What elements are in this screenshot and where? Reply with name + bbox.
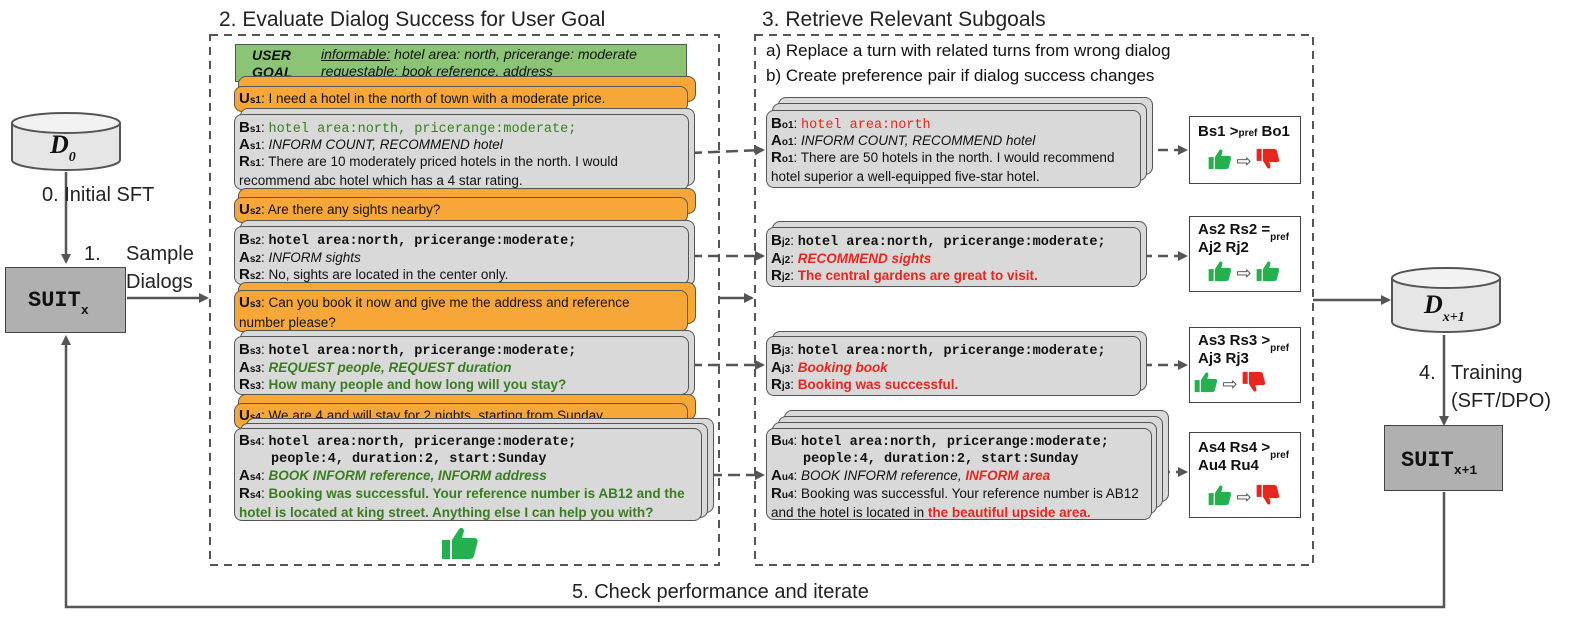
thumbs-up-icon xyxy=(1256,261,1280,282)
step4-label-a: Training xyxy=(1451,362,1523,384)
user-goal-label-a: USER xyxy=(252,47,291,63)
arrow-right-icon: ⇨ xyxy=(1236,487,1252,507)
step0-label: 0. Initial SFT xyxy=(42,184,155,206)
model-suit-x: SUITx xyxy=(5,267,126,333)
section2-frame xyxy=(209,34,720,566)
dataset-dx-cylinder xyxy=(1391,267,1501,333)
system-turn-2: Bs2: hotel area:north, pricerange:modera… xyxy=(234,226,689,285)
preference-box-1: Bs1 >pref Bo1 ⇨ xyxy=(1189,116,1301,184)
thumb-pair: ⇨ xyxy=(1194,370,1266,399)
step3-a: a) Replace a turn with related turns fro… xyxy=(766,41,1171,60)
user-goal-requestable: requestable: book reference, address xyxy=(321,63,553,79)
arrow-right-icon: ⇨ xyxy=(1236,151,1252,171)
section3-frame xyxy=(754,34,1314,566)
user-goal-box: USER GOAL informable: hotel area: north,… xyxy=(235,44,687,82)
thumbs-down-icon xyxy=(1256,148,1280,169)
thumb-pair: ⇨ xyxy=(1208,483,1280,512)
step1-number: 1. xyxy=(84,243,101,265)
thumb-pair: ⇨ xyxy=(1208,259,1280,288)
step4-number: 4. xyxy=(1419,362,1436,384)
retrieved-turn-o1: Bo1: hotel area:north Ao1: INFORM COUNT,… xyxy=(766,110,1141,188)
thumbs-up-icon xyxy=(1208,261,1232,282)
retrieved-turn-j2: Bj2: hotel area:north, pricerange:modera… xyxy=(766,227,1141,287)
thumbs-up-icon xyxy=(1208,149,1232,170)
dataset-d0-label: D0 xyxy=(50,130,76,165)
step5-label: 5. Check performance and iterate xyxy=(572,581,869,603)
user-turn-u3: Us3: Can you book it now and give me the… xyxy=(234,290,688,332)
step3-title: 3. Retrieve Relevant Subgoals xyxy=(762,8,1046,31)
model-suit-x1: SUITx+1 xyxy=(1384,425,1503,491)
thumbs-down-icon xyxy=(1242,371,1266,392)
step3-b: b) Create preference pair if dialog succ… xyxy=(766,66,1155,85)
arrow-right-icon: ⇨ xyxy=(1222,374,1238,394)
retrieved-turn-u4: Bu4: hotel area:north, pricerange:modera… xyxy=(766,428,1152,520)
system-turn-3: Bs3: hotel area:north, pricerange:modera… xyxy=(234,336,689,395)
preference-box-3: As3 Rs3 >pref Aj3 Rj3 ⇨ xyxy=(1189,327,1301,403)
thumb-pair: ⇨ xyxy=(1208,147,1280,176)
thumbs-up-icon xyxy=(1194,372,1218,393)
system-turn-4: Bs4: hotel area:north, pricerange:modera… xyxy=(234,428,702,521)
step1-label-b: Dialogs xyxy=(126,271,193,293)
dashed-arrow-1 xyxy=(689,145,765,156)
user-goal-informable: informable: hotel area: north, pricerang… xyxy=(321,46,637,62)
thumbs-down-icon xyxy=(1256,484,1280,505)
dataset-d0-cylinder xyxy=(11,112,121,171)
thumbs-up-icon xyxy=(442,527,478,559)
system-turn-1: Bs1: hotel area:north, pricerange:modera… xyxy=(234,114,689,190)
preference-box-2: As2 Rs2 =pref Aj2 Rj2 ⇨ xyxy=(1189,216,1301,292)
step4-label-b: (SFT/DPO) xyxy=(1451,390,1551,412)
arrow-iterate-loop xyxy=(61,335,1446,609)
dataset-dx-label: Dx+1 xyxy=(1424,290,1465,325)
preference-box-4: As4 Rs4 >pref Au4 Ru4 ⇨ xyxy=(1189,432,1301,518)
thumbs-up-icon xyxy=(1208,485,1232,506)
retrieved-turn-j3: Bj3: hotel area:north, pricerange:modera… xyxy=(766,336,1141,396)
step1-label-a: Sample xyxy=(126,243,194,265)
arrow-right-icon: ⇨ xyxy=(1236,263,1252,283)
step2-title: 2. Evaluate Dialog Success for User Goal xyxy=(219,8,606,31)
user-turn-u1: Us1: I need a hotel in the north of town… xyxy=(234,86,688,112)
